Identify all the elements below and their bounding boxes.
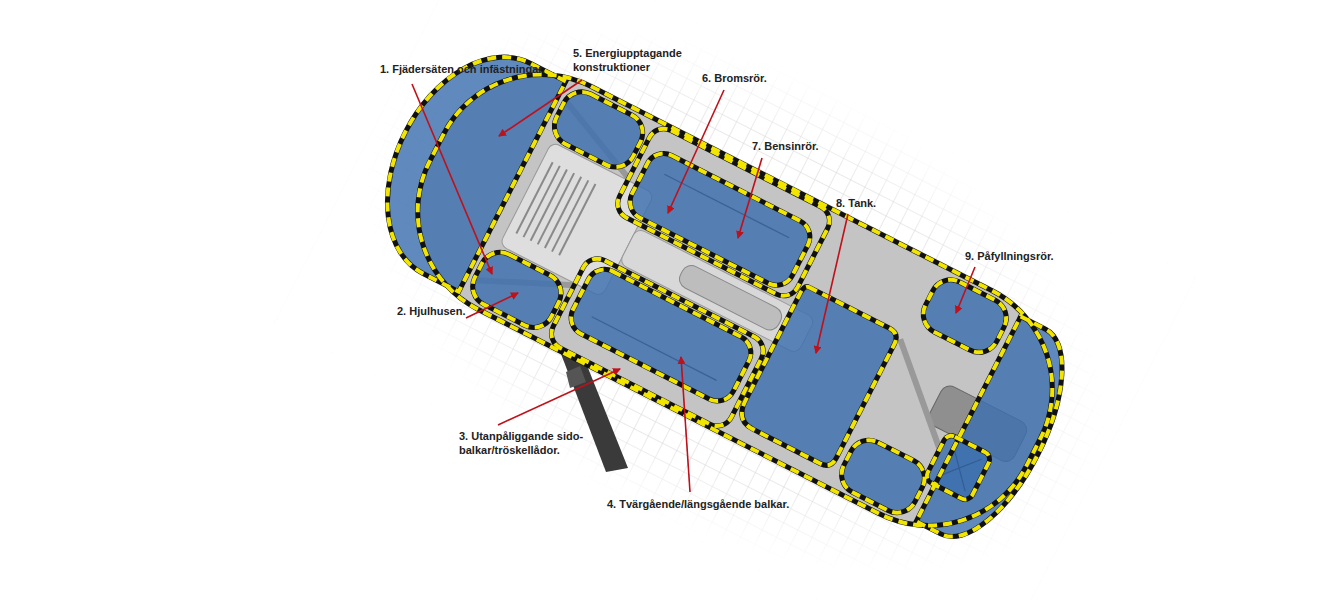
callout-label: 8. Tank. bbox=[836, 196, 876, 210]
callout-label: 3. Utanpåliggande sido- balkar/tröskellå… bbox=[459, 429, 597, 457]
callout-text: 8. Tank. bbox=[836, 197, 876, 209]
callout-text: 7. Bensinrör. bbox=[752, 140, 819, 152]
callout-label: 4. Tvärgående/längsgående balkar. bbox=[607, 497, 789, 511]
callout-text: 2. Hjulhusen. bbox=[397, 305, 465, 317]
callout-text: 5. Energiupptagande konstruktioner bbox=[573, 47, 682, 73]
callout-text: 9. Påfyllningsrör. bbox=[965, 250, 1054, 262]
callout-label: 7. Bensinrör. bbox=[752, 139, 819, 153]
callout-text: 3. Utanpåliggande sido- balkar/tröskellå… bbox=[459, 430, 583, 456]
callout-label: 2. Hjulhusen. bbox=[397, 304, 465, 318]
callout-label: 5. Energiupptagande konstruktioner bbox=[573, 46, 698, 74]
callout-label: 9. Påfyllningsrör. bbox=[965, 249, 1054, 263]
callout-label: 1. Fjädersäten och infästningar. bbox=[380, 62, 545, 76]
callout-text: 6. Bromsrör. bbox=[702, 72, 767, 84]
callout-text: 1. Fjädersäten och infästningar. bbox=[380, 63, 545, 75]
callout-text: 4. Tvärgående/längsgående balkar. bbox=[607, 498, 789, 510]
callout-label: 6. Bromsrör. bbox=[702, 71, 767, 85]
